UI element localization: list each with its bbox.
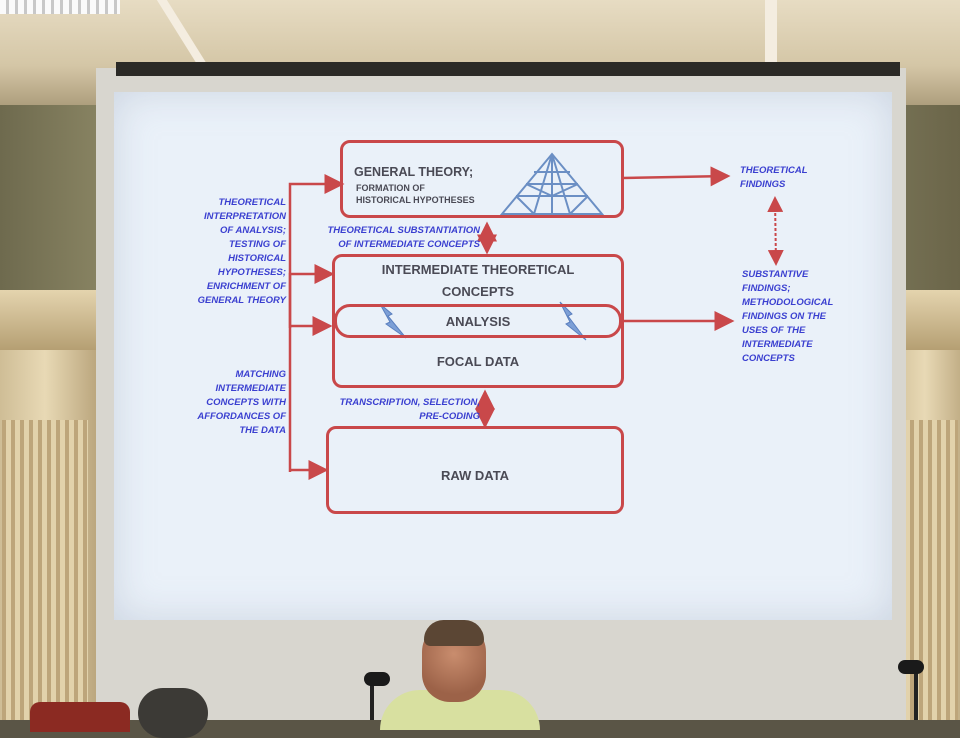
note-line: TRANSCRIPTION, SELECTION, <box>339 397 480 408</box>
presenter-hair <box>424 620 484 646</box>
microphone-stand <box>370 684 374 720</box>
arrow-findings-link <box>767 196 784 266</box>
note-line: SUBSTANTIVE <box>742 269 809 280</box>
left-pillar <box>0 290 106 720</box>
note-line: INTERMEDIATE <box>215 383 286 394</box>
raw-data-box <box>326 426 624 514</box>
pillar-capital <box>0 290 106 350</box>
note-line: CONCEPTS WITH <box>206 397 286 408</box>
microphone-stand <box>914 672 918 720</box>
note-line: HISTORICAL <box>228 253 286 264</box>
lightning-bolt-icon <box>559 301 587 341</box>
general-theory-box <box>340 140 624 218</box>
intermediate-concepts-line-2: CONCEPTS <box>441 284 515 299</box>
note-line: FINDINGS ON THE <box>742 311 826 322</box>
note-line: TESTING OF <box>229 239 286 250</box>
audience-member-head <box>138 688 208 738</box>
note-line: THEORETICAL <box>740 165 808 176</box>
general-theory-subtitle-1: FORMATION OF <box>356 183 425 193</box>
note-line: INTERPRETATION <box>204 211 286 222</box>
general-theory-subtitle-2: HISTORICAL HYPOTHESES <box>356 195 475 205</box>
focal-data-label: FOCAL DATA <box>436 354 520 369</box>
note-line: THE DATA <box>239 425 286 436</box>
note-line: AFFORDANCES OF <box>197 411 286 422</box>
general-theory-title: GENERAL THEORY; <box>354 165 474 179</box>
diagram-connectors <box>288 152 784 480</box>
note-matching: MATCHING INTERMEDIATE CONCEPTS WITH AFFO… <box>164 368 286 438</box>
note-line: THEORETICAL <box>218 197 286 208</box>
intermediate-concepts-line-1: INTERMEDIATE THEORETICAL <box>381 262 575 277</box>
lightning-bolt-icon <box>379 303 407 339</box>
microphone-icon <box>364 672 390 686</box>
note-line: GENERAL THEORY <box>197 295 286 306</box>
note-line: PRE-CODING <box>419 411 480 422</box>
arrow-to-theoretical-findings <box>621 166 731 187</box>
ceiling-beam <box>765 0 777 70</box>
ceiling-light <box>0 0 120 14</box>
note-transcription: TRANSCRIPTION, SELECTION, PRE-CODING <box>290 396 480 424</box>
note-line: THEORETICAL SUBSTANTIATION <box>327 225 480 236</box>
note-substantiation: THEORETICAL SUBSTANTIATION OF INTERMEDIA… <box>294 224 480 252</box>
audience-chair <box>30 702 130 732</box>
truss-structure-icon <box>499 152 605 215</box>
raw-data-label: RAW DATA <box>440 468 510 483</box>
left-bracket-lower <box>288 264 335 472</box>
pillar-flutes <box>2 420 88 720</box>
note-line: INTERMEDIATE <box>742 339 813 350</box>
note-line: MATCHING <box>235 369 286 380</box>
note-line: OF ANALYSIS; <box>220 225 286 236</box>
intermediate-focal-box <box>332 254 624 388</box>
note-line: CONCEPTS <box>742 353 795 364</box>
note-line: OF INTERMEDIATE CONCEPTS <box>338 239 480 250</box>
microphone-icon <box>898 660 924 674</box>
note-line: ENRICHMENT OF <box>206 281 286 292</box>
note-substantive-findings: SUBSTANTIVE FINDINGS; METHODOLOGICAL FIN… <box>742 268 878 366</box>
note-theoretical-findings: THEORETICAL FINDINGS <box>740 164 850 192</box>
note-line: METHODOLOGICAL <box>742 297 834 308</box>
note-line: FINDINGS; <box>742 283 791 294</box>
note-theoretical-interpretation: THEORETICAL INTERPRETATION OF ANALYSIS; … <box>142 196 286 308</box>
screen-housing <box>116 62 900 76</box>
analysis-box <box>334 304 622 338</box>
note-line: HYPOTHESES; <box>217 267 286 278</box>
note-line: USES OF THE <box>742 325 806 336</box>
analysis-label: ANALYSIS <box>445 314 511 329</box>
note-line: FINDINGS <box>740 179 786 190</box>
projected-slide: GENERAL THEORY; FORMATION OF HISTORICAL … <box>114 92 892 620</box>
